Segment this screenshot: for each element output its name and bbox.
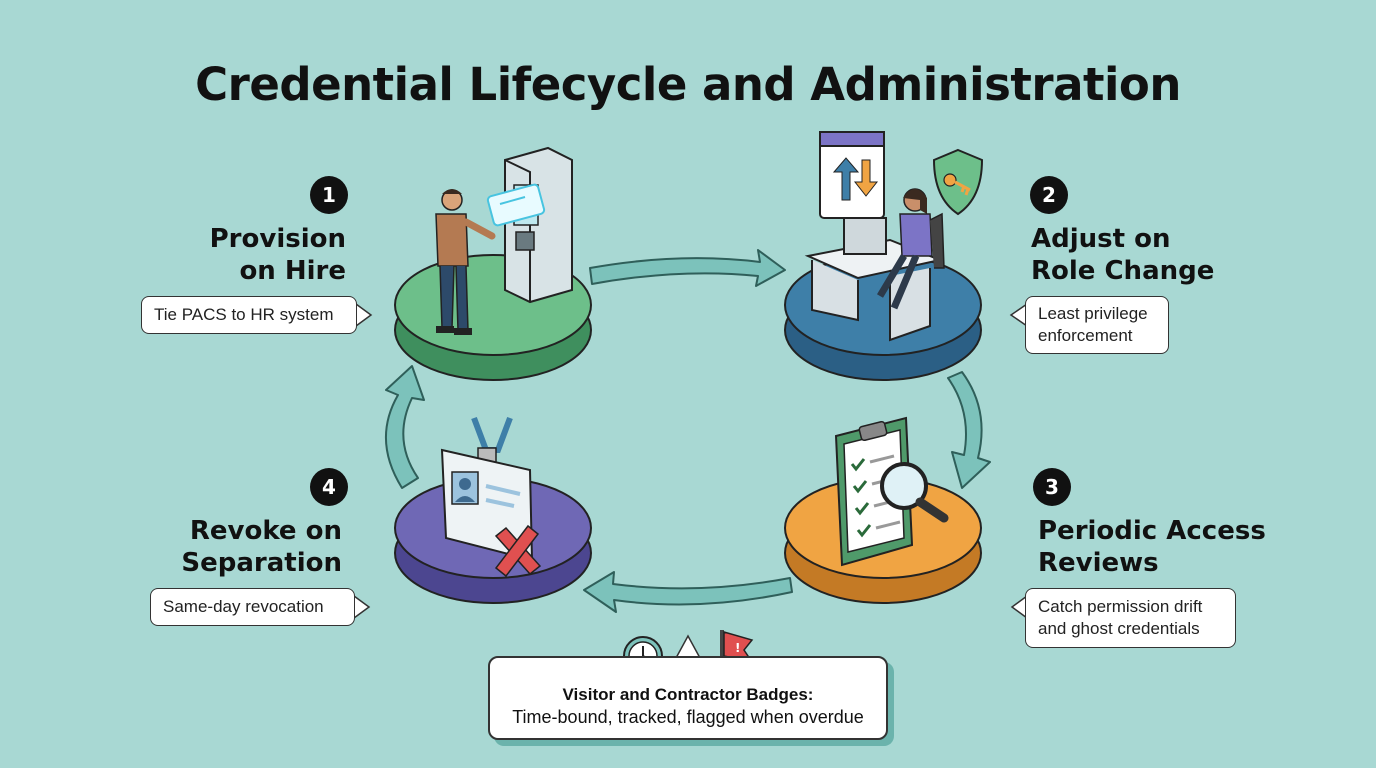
red-x-icon [494, 524, 542, 578]
arrow-1-to-2 [589, 249, 786, 287]
arrow-2-to-3 [947, 371, 991, 489]
visitor-badges-note: Visitor and Contractor Badges: Time-boun… [488, 656, 888, 740]
badge-card-icon [486, 183, 546, 227]
step-1-callout: Tie PACS to HR system [141, 296, 357, 334]
step-3-number: 3 [1033, 468, 1071, 506]
arrow-3-to-4 [583, 571, 793, 613]
shield-key-icon [932, 148, 984, 216]
step-4-number: 4 [310, 468, 348, 506]
person-icon [435, 189, 496, 335]
clipboard-checklist-icon [834, 416, 914, 567]
step-2-number: 2 [1030, 176, 1068, 214]
diagram-title: Credential Lifecycle and Administration [195, 58, 1181, 111]
arrows-screen-icon [819, 131, 885, 219]
magnifier-icon [880, 462, 949, 523]
note-body: Time-bound, tracked, flagged when overdu… [512, 707, 864, 727]
kiosk-icon [504, 146, 573, 304]
step-1-number: 1 [310, 176, 348, 214]
arrow-4-to-1 [384, 365, 425, 489]
step-4-callout: Same-day revocation [150, 588, 355, 626]
callout-pointers [353, 303, 1028, 659]
svg-text:!: ! [735, 641, 740, 655]
cycle-arrows [384, 249, 991, 613]
note-heading: Visitor and Contractor Badges: [562, 685, 814, 704]
desk-worker-icon [804, 188, 945, 342]
